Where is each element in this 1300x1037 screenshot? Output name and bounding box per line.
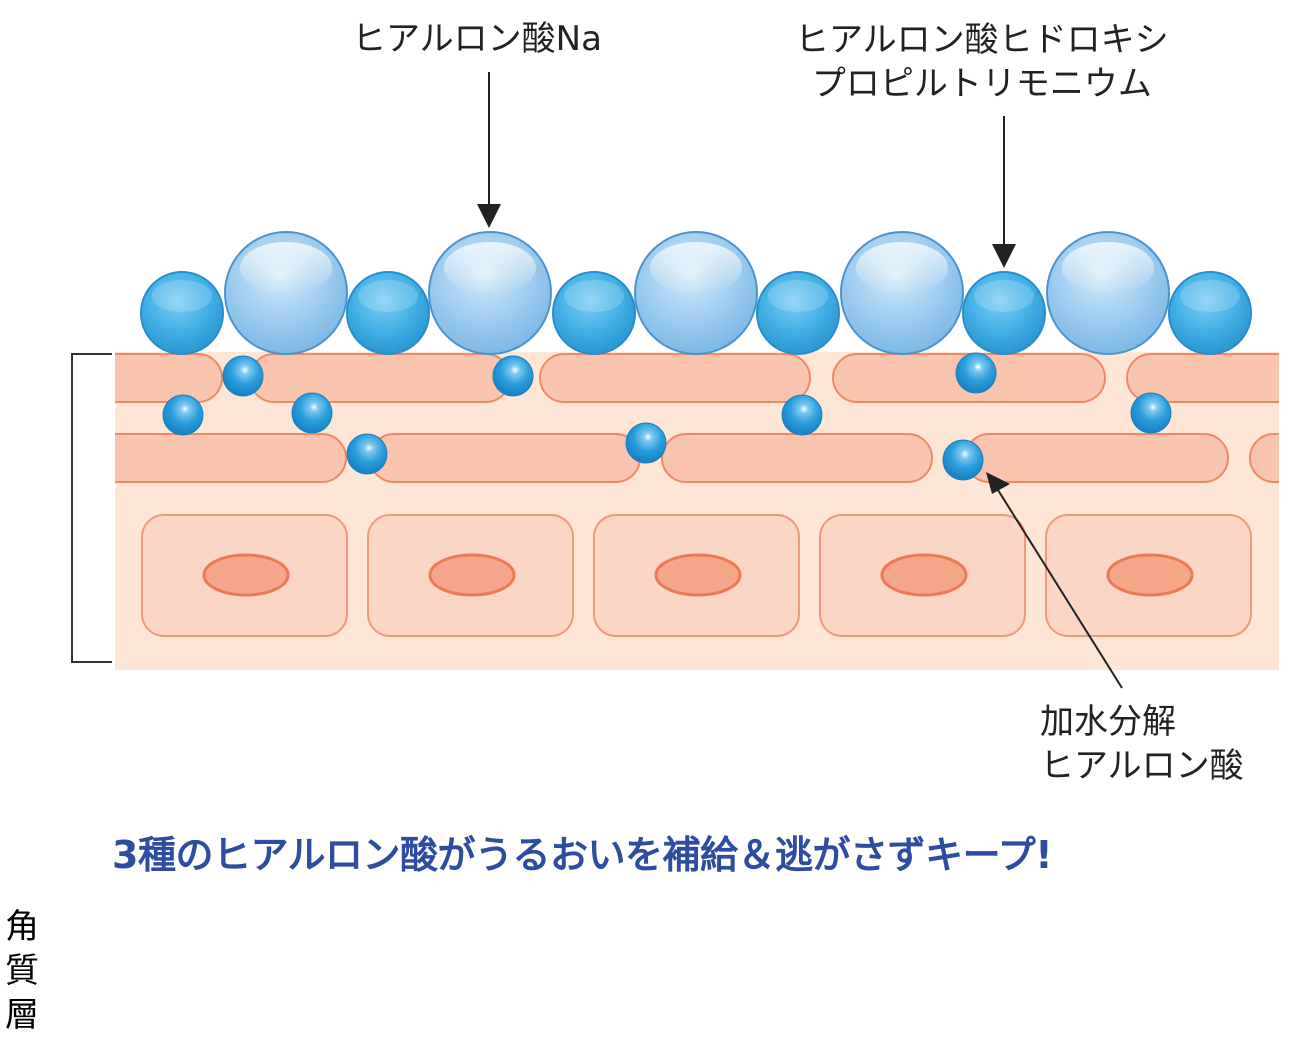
label-hydrolyzed-line2: ヒアルロン酸 (1040, 746, 1244, 786)
corneocyte-layer (115, 353, 1279, 483)
sphere-highlight (152, 280, 212, 312)
corneocyte (661, 433, 933, 483)
hptm-hyaluronate-sphere (1168, 271, 1252, 355)
hptm-hyaluronate-sphere (140, 271, 224, 355)
cell-nucleus (654, 553, 742, 597)
label-hptm-line1: ヒアルロン酸ヒドロキシ (795, 20, 1169, 60)
sphere-highlight (1180, 280, 1240, 312)
label-hptm-hyaluronate: ヒアルロン酸ヒドロキシ プロピルトリモニウム (795, 18, 1169, 106)
hptm-hyaluronate-sphere (346, 271, 430, 355)
label-stratum-corneum: 角 質 層 (0, 905, 44, 1037)
corneocyte (1126, 353, 1279, 403)
sphere-highlight (1062, 242, 1154, 294)
label-hptm-line2: プロピルトリモニウム (811, 64, 1152, 104)
living-cell-layer (141, 514, 1252, 637)
hydrolyzed-hyaluronic-sphere (492, 355, 534, 397)
label-layer-char: 層 (5, 995, 39, 1035)
sphere-highlight (240, 242, 332, 294)
hptm-hyaluronate-sphere (756, 271, 840, 355)
label-layer-char: 質 (5, 951, 39, 991)
corneocyte (249, 353, 511, 403)
corneocyte (539, 353, 811, 403)
sphere-highlight (650, 242, 742, 294)
corneocyte (115, 353, 223, 403)
skin-diagram (71, 72, 1279, 689)
sphere-highlight (974, 280, 1034, 312)
hydrolyzed-hyaluronic-sphere (781, 394, 823, 436)
cell-nucleus (880, 553, 968, 597)
hydrolyzed-hyaluronic-sphere (942, 439, 984, 481)
cell-nucleus (428, 553, 516, 597)
corneocyte (369, 433, 641, 483)
hydrolyzed-hyaluronic-sphere (162, 394, 204, 436)
sphere-highlight (768, 280, 828, 312)
sphere-highlight (856, 242, 948, 294)
hydrolyzed-hyaluronic-sphere (291, 392, 333, 434)
arrow-hptm (992, 116, 1016, 268)
corneocyte (964, 433, 1229, 483)
label-sodium-hyaluronate: ヒアルロン酸Na (352, 19, 602, 59)
hydrolyzed-hyaluronic-sphere (346, 433, 388, 475)
sphere-highlight (444, 242, 536, 294)
arrow-sodium-hyaluronate (477, 72, 501, 228)
corneocyte (115, 433, 347, 483)
label-hydrolyzed-hyaluronic: 加水分解 ヒアルロン酸 (1040, 700, 1244, 788)
sphere-highlight (564, 280, 624, 312)
hptm-hyaluronate-sphere (962, 271, 1046, 355)
sphere-highlight (358, 280, 418, 312)
hydrolyzed-hyaluronic-spheres (162, 352, 1172, 481)
arrow-hydrolyzed (986, 472, 1123, 689)
hptm-hyaluronate-sphere (552, 271, 636, 355)
hydrolyzed-hyaluronic-sphere (1130, 392, 1172, 434)
cell-nucleus (1106, 553, 1194, 597)
hydrolyzed-hyaluronic-sphere (625, 422, 667, 464)
caption: 3種のヒアルロン酸がうるおいを補給＆逃がさずキープ! (112, 833, 1053, 877)
cell-nucleus (202, 553, 290, 597)
layer-bracket (71, 353, 112, 663)
hydrolyzed-hyaluronic-sphere (222, 355, 264, 397)
diagram-stage: ヒアルロン酸Na ヒアルロン酸ヒドロキシ プロピルトリモニウム 加水分解 ヒアル… (5, 18, 1279, 1035)
surface-hyaluronic-spheres (140, 231, 1252, 355)
hydrolyzed-hyaluronic-sphere (955, 352, 997, 394)
label-hydrolyzed-line1: 加水分解 (1040, 702, 1176, 742)
corneocyte (1249, 433, 1279, 483)
label-layer-char: 角 (5, 907, 39, 947)
